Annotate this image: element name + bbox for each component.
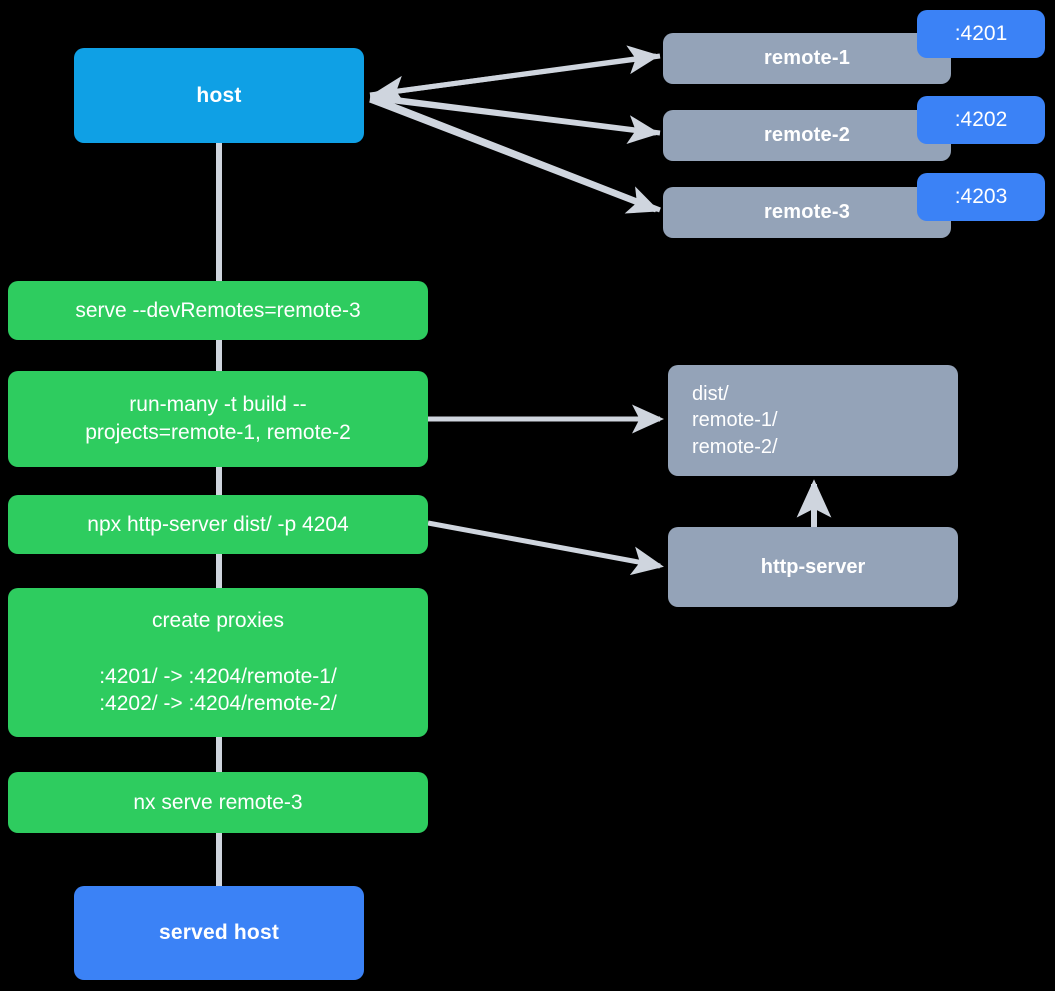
node-dist-folder[interactable]: dist/ remote-1/ remote-2/ xyxy=(668,365,958,476)
node-remote-1[interactable]: remote-1 xyxy=(663,33,951,84)
connector-serve-to-runmany xyxy=(216,336,222,376)
node-command-nx-serve-remote-3[interactable]: nx serve remote-3 xyxy=(8,772,428,833)
connector-nxserve-to-servedhost xyxy=(216,831,222,887)
node-command-nx-serve-remote-3-label: nx serve remote-3 xyxy=(133,790,303,814)
node-host-label: host xyxy=(196,83,242,107)
port-badge-remote-3[interactable]: :4203 xyxy=(917,173,1045,221)
connector-npx-to-proxies xyxy=(216,551,222,591)
connector-host-to-serve xyxy=(216,140,222,285)
node-command-serve-devremotes-label: serve --devRemotes=remote-3 xyxy=(75,298,361,322)
node-command-npx-http-server-label: npx http-server dist/ -p 4204 xyxy=(87,512,349,536)
port-badge-remote-2-label: :4202 xyxy=(954,108,1008,131)
node-command-npx-http-server[interactable]: npx http-server dist/ -p 4204 xyxy=(8,495,428,554)
node-command-create-proxies-label: create proxies :4201/ -> :4204/remote-1/… xyxy=(99,608,337,716)
node-dist-folder-label: dist/ remote-1/ remote-2/ xyxy=(692,382,778,458)
node-command-run-many-build-label: run-many -t build -- projects=remote-1, … xyxy=(85,393,351,444)
connector-proxies-to-nxserve xyxy=(216,734,222,774)
node-command-create-proxies[interactable]: create proxies :4201/ -> :4204/remote-1/… xyxy=(8,588,428,737)
node-http-server-label: http-server xyxy=(760,555,866,578)
node-http-server[interactable]: http-server xyxy=(668,527,958,607)
port-badge-remote-3-label: :4203 xyxy=(954,185,1008,208)
node-command-serve-devremotes[interactable]: serve --devRemotes=remote-3 xyxy=(8,281,428,340)
node-remote-3[interactable]: remote-3 xyxy=(663,187,951,238)
port-badge-remote-1[interactable]: :4201 xyxy=(917,10,1045,58)
node-served-host[interactable]: served host xyxy=(74,886,364,980)
edge-remotes-to-host xyxy=(372,53,661,213)
edge-npx-to-httpserver xyxy=(427,520,664,576)
node-remote-2[interactable]: remote-2 xyxy=(663,110,951,161)
node-served-host-label: served host xyxy=(158,921,280,945)
node-remote-2-label: remote-2 xyxy=(763,124,851,147)
connector-runmany-to-npx xyxy=(216,466,222,500)
port-badge-remote-1-label: :4201 xyxy=(954,22,1008,45)
node-remote-1-label: remote-1 xyxy=(763,47,851,70)
node-host[interactable]: host xyxy=(74,48,364,143)
node-command-run-many-build[interactable]: run-many -t build -- projects=remote-1, … xyxy=(8,371,428,467)
port-badge-remote-2[interactable]: :4202 xyxy=(917,96,1045,144)
edge-host-to-remotes xyxy=(369,45,660,214)
node-remote-3-label: remote-3 xyxy=(763,201,851,224)
